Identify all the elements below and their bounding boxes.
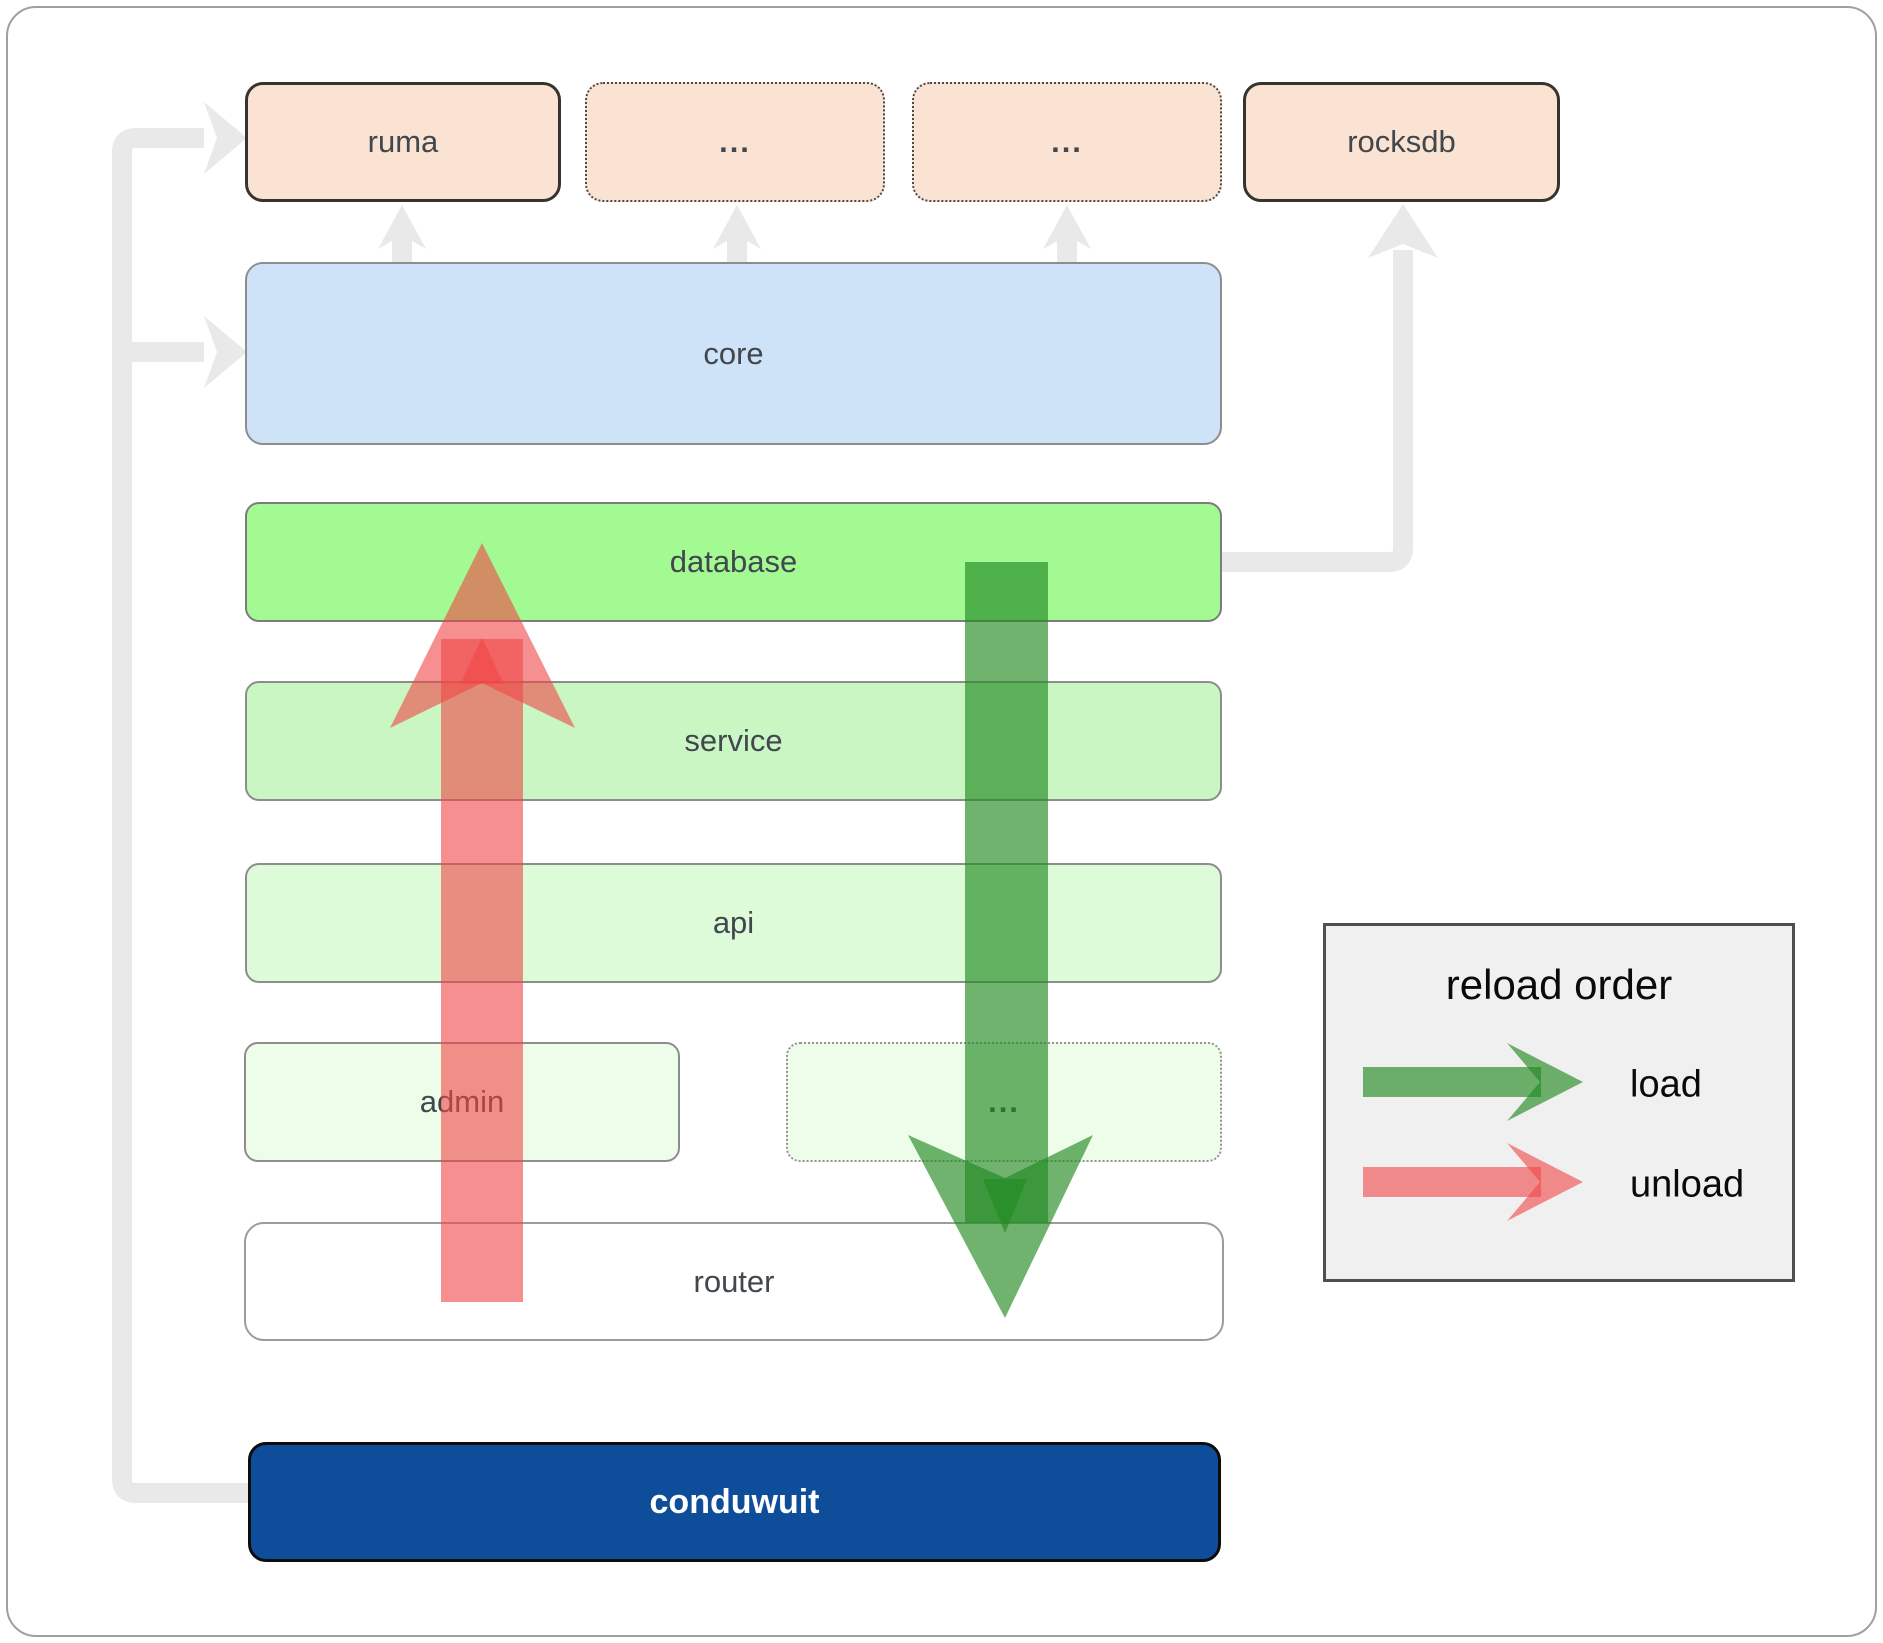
legend-box: reload order load unload bbox=[1323, 923, 1795, 1282]
connector-conduwuit-to-ruma bbox=[112, 128, 250, 1503]
node-conduwuit-label: conduwuit bbox=[649, 1482, 820, 1521]
legend-label-unload: unload bbox=[1630, 1163, 1745, 1206]
node-api: api bbox=[245, 863, 1222, 983]
node-dots-admin: ... bbox=[786, 1042, 1222, 1162]
node-core: core bbox=[245, 262, 1222, 445]
node-conduwuit: conduwuit bbox=[248, 1442, 1221, 1562]
arrowhead-into-rocksdb bbox=[1368, 204, 1438, 258]
node-router-label: router bbox=[693, 1263, 775, 1299]
node-router: router bbox=[244, 1222, 1224, 1341]
node-rocksdb: rocksdb bbox=[1243, 82, 1560, 202]
node-admin: admin bbox=[244, 1042, 680, 1162]
arrow-core-to-dots-a bbox=[713, 205, 761, 263]
legend-title: reload order bbox=[1445, 961, 1673, 1008]
node-api-label: api bbox=[712, 905, 755, 940]
node-admin-label: admin bbox=[419, 1084, 505, 1119]
node-core-label: core bbox=[703, 335, 764, 371]
node-dots-top-left: ... bbox=[585, 82, 885, 202]
node-ruma-label: ruma bbox=[367, 124, 439, 159]
node-ruma: ruma bbox=[245, 82, 561, 202]
arrowhead-into-core bbox=[204, 316, 247, 388]
connector-database-to-rocksdb bbox=[1222, 250, 1413, 572]
node-dots-top-right-label: ... bbox=[1051, 124, 1083, 159]
node-database-label: database bbox=[669, 544, 798, 579]
outer-frame bbox=[6, 6, 1877, 1637]
node-dots-top-right: ... bbox=[912, 82, 1222, 202]
node-dots-top-left-label: ... bbox=[719, 124, 751, 159]
arrowhead-into-ruma bbox=[204, 102, 247, 174]
node-rocksdb-label: rocksdb bbox=[1347, 124, 1456, 159]
legend-label-load: load bbox=[1630, 1063, 1702, 1106]
node-dots-admin-label: ... bbox=[988, 1084, 1020, 1119]
arrow-core-to-ruma bbox=[378, 205, 426, 263]
node-database: database bbox=[245, 502, 1222, 622]
node-service-label: service bbox=[684, 723, 783, 758]
arrow-core-to-dots-b bbox=[1043, 205, 1091, 263]
node-service: service bbox=[245, 681, 1222, 801]
